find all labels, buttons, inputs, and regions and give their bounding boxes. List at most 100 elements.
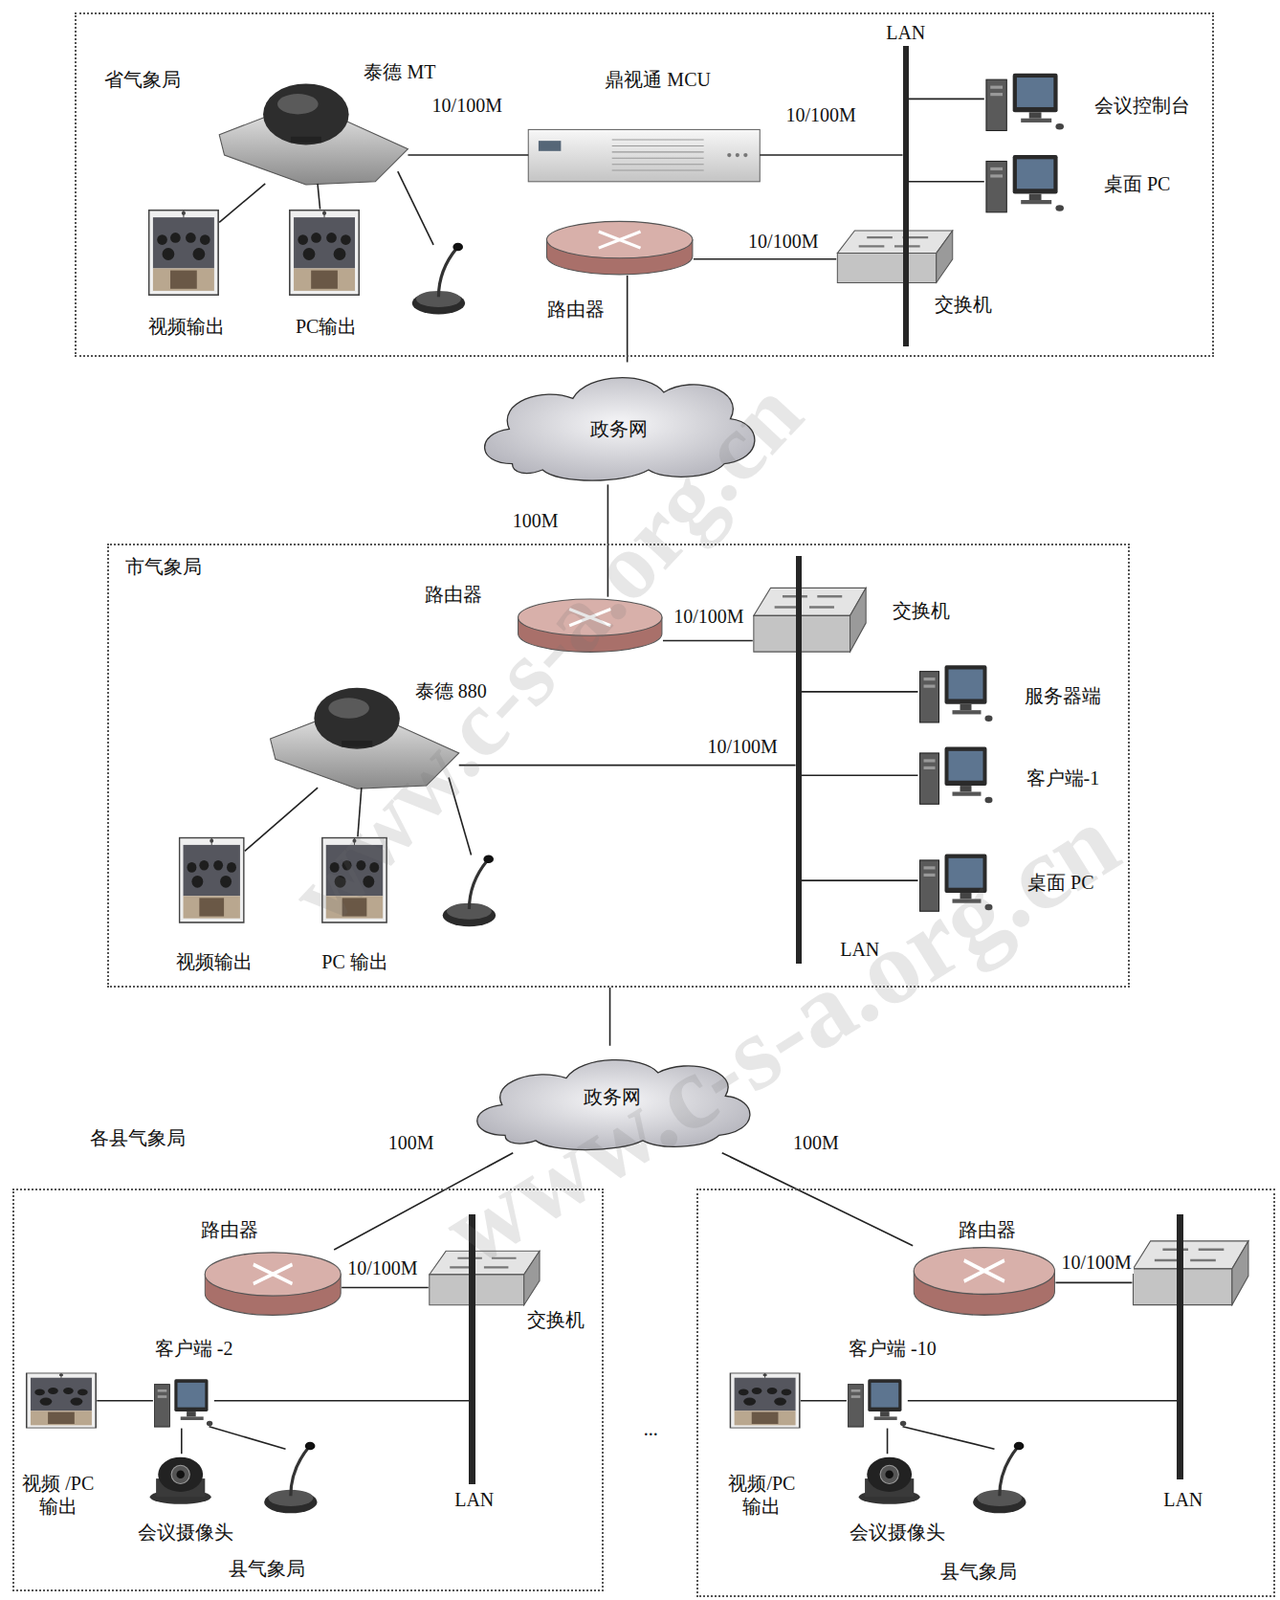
network-switch: 交换机 [752,586,867,653]
computer: 桌面 PC [984,153,1066,215]
label-anchor: 10/100M [1059,1250,1133,1274]
network-link [693,258,837,261]
lan-bus: LAN [795,555,802,964]
network-link [759,154,903,156]
label-anchor: 100M [791,1130,841,1154]
node-label: 会议摄像头 [849,1520,946,1544]
label-anchor: ... [641,1416,661,1440]
node-label: LAN [885,21,926,45]
node-label: 交换机 [527,1307,585,1331]
region-box: 路由器客户端 -10LAN视频/PC 输出会议摄像头县气象局 [696,1188,1275,1596]
node-label: 泰德 MT [363,60,436,84]
display-screen: 视频输出 [178,836,245,924]
node-label: 客户端 -2 [154,1336,234,1360]
display-screen: 视频/PC 输出 [728,1371,801,1429]
node-label: 视频 /PC 输出 [17,1471,99,1518]
bandwidth-label: 10/100M [784,103,859,127]
node-label: LAN [839,937,880,961]
network-switch: 交换机 [836,229,954,285]
node-label: 会议控制台 [1094,93,1191,117]
bandwidth-label: 10/100M [705,734,779,758]
node-label: 政务网 [590,417,648,441]
video-terminal: 泰德 MT [219,102,408,184]
node-label: 服务器端 [1024,684,1102,707]
node-label: PC输出 [295,314,357,338]
node-label: 路由器 [547,297,605,321]
node-label: 鼎视通 MCU [604,67,711,91]
computer: 客户端 -10 [846,1376,908,1428]
node-label: 桌面 PC [1027,870,1094,894]
network-link [886,1428,889,1455]
region-title: 市气象局 [125,554,202,578]
computer: 客户端 -2 [153,1376,215,1428]
node-label: LAN [454,1487,494,1511]
network-link [662,640,753,642]
node-label: 交换机 [934,292,993,316]
node-label: 路由器 [200,1217,259,1241]
network-link [908,98,985,101]
region-title: 省气象局 [104,67,181,91]
node-label: 路由器 [424,582,483,606]
conference-camera: 会议摄像头 [148,1453,215,1504]
network-link [180,1428,183,1455]
label-anchor: 10/100M [746,229,820,253]
bandwidth-label: 100M [386,1130,437,1154]
network-link [801,690,919,693]
network-link [407,154,529,156]
label-anchor: 各县气象局 [88,1125,188,1149]
node-label: 视频输出 [148,314,225,338]
network-link [801,879,919,882]
network-link [800,1399,847,1402]
network-link [722,1152,913,1246]
network-link [609,987,612,1046]
network-link [908,180,985,183]
link-label: 10/100M [1059,1250,1133,1274]
conference-camera: 会议摄像头 [857,1453,924,1504]
network-link [341,1286,429,1289]
display-screen: 视频输出 [148,209,221,297]
node-label: PC 输出 [321,949,388,973]
network-link [626,275,629,363]
label-anchor: 10/100M [784,103,859,127]
bandwidth-label: 10/100M [430,93,505,117]
node-label: 视频/PC 输出 [721,1471,803,1518]
network-link [219,183,265,223]
node-label: 路由器 [958,1217,1016,1241]
computer: 服务器端 [918,662,995,725]
router: 路由器 [912,1244,1056,1317]
watermark: www.c-s-a.org.cn [420,777,1140,1293]
network-link [214,1399,470,1402]
label-anchor: 10/100M [705,734,779,758]
bandwidth-label: 100M [510,508,561,532]
node-label: 会议摄像头 [137,1520,234,1544]
node-label: 桌面 PC [1103,172,1170,196]
node-label: 客户端 -10 [848,1336,937,1360]
computer: 客户端-1 [918,744,995,806]
node-label: 客户端-1 [1026,766,1101,790]
bandwidth-label: 10/100M [746,229,820,253]
group-title: 各县气象局 [88,1125,188,1149]
network-link [317,183,321,210]
bandwidth-label: 10/100M [345,1256,420,1280]
lan-bus: LAN [903,45,909,348]
region-box: 泰德 MT鼎视通 MCULAN会议控制台桌面 PC视频输出PC输出路由器交换机省… [74,12,1214,357]
label-anchor: 100M [510,508,561,532]
bandwidth-label: 10/100M [671,604,746,628]
mcu-box: 鼎视通 MCU [528,129,760,181]
display-screen: PC输出 [288,209,361,297]
network-link [801,773,919,776]
label-anchor: 10/100M [345,1256,420,1280]
node-label: LAN [1163,1487,1203,1511]
router: 路由器 [203,1249,342,1316]
router: 路由器 [545,219,694,276]
label-anchor: 100M [386,1130,437,1154]
label-anchor: www.c-s-a.org.cn [420,777,1140,1293]
node-label: 交换机 [892,598,950,622]
lan-bus: LAN [1176,1213,1183,1479]
network-link [907,1399,1177,1402]
display-screen: 视频 /PC 输出 [25,1371,98,1429]
computer: 会议控制台 [984,71,1066,133]
region-title: 县气象局 [940,1559,1017,1583]
